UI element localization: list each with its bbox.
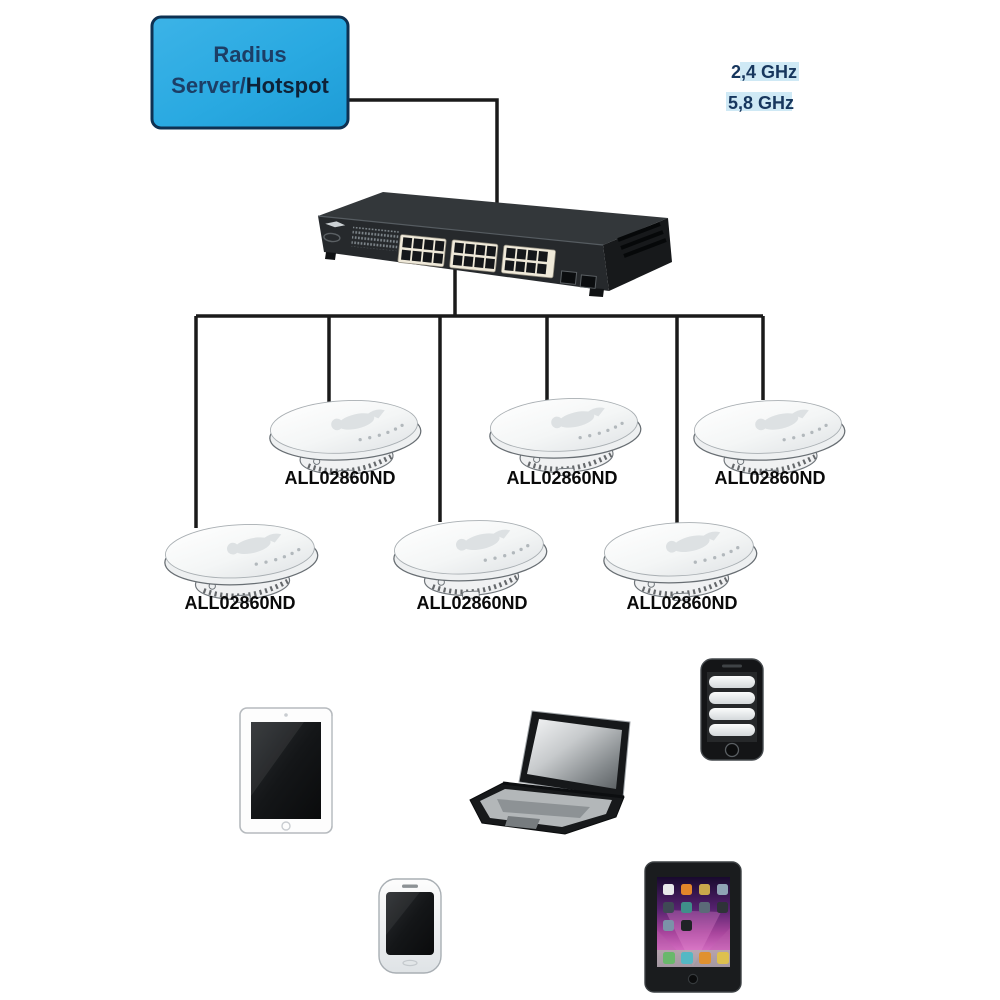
switch-port-block-2 bbox=[449, 239, 499, 273]
smartphone-black-icon bbox=[700, 658, 764, 761]
client-devices bbox=[239, 658, 764, 993]
switch-logo-icon bbox=[325, 221, 346, 228]
switch-sfp-port-1 bbox=[559, 270, 578, 285]
edge-server-to-switch bbox=[348, 98, 499, 215]
switch-port-block-3 bbox=[500, 244, 556, 279]
frequency-legend: 2,4 GHz 5,8 GHz bbox=[726, 62, 799, 113]
switch-top-face bbox=[318, 192, 668, 245]
access-point-5-label: ALL02860ND bbox=[416, 593, 527, 613]
access-point-2-label: ALL02860ND bbox=[506, 468, 617, 488]
server-label-part1: Server/ bbox=[171, 73, 246, 98]
legend-label-24ghz: 2,4 GHz bbox=[731, 62, 797, 82]
switch-port-block-1 bbox=[397, 234, 447, 268]
radius-server-label-line1: Radius bbox=[213, 42, 286, 67]
radius-server-label-line2: Server/Hotspot bbox=[171, 73, 329, 98]
connection-lines bbox=[194, 98, 765, 528]
tablet-white-icon bbox=[239, 707, 333, 834]
access-point-1-label: ALL02860ND bbox=[284, 468, 395, 488]
switch-sfp-port-2 bbox=[579, 274, 597, 289]
access-point-6-label: ALL02860ND bbox=[626, 593, 737, 613]
server-label-part2: Hotspot bbox=[246, 73, 330, 98]
tablet-black-icon bbox=[644, 861, 742, 993]
access-point-3-label: ALL02860ND bbox=[714, 468, 825, 488]
access-point-6 bbox=[602, 519, 759, 604]
access-points: ALL02860ND ALL02860ND ALL02860ND ALL0286… bbox=[163, 395, 847, 613]
switch-console-oval bbox=[323, 232, 341, 243]
radius-server-node: Radius Server/Hotspot bbox=[150, 15, 350, 130]
legend-highlight-58 bbox=[726, 92, 792, 111]
legend-label-58ghz: 5,8 GHz bbox=[728, 93, 794, 113]
access-point-2 bbox=[488, 395, 643, 479]
smartphone-white-icon bbox=[378, 878, 442, 974]
switch-side-vents bbox=[617, 222, 667, 258]
switch-foot-left bbox=[325, 252, 336, 260]
access-point-4-label: ALL02860ND bbox=[184, 593, 295, 613]
access-point-5 bbox=[392, 517, 549, 602]
legend-highlight-24 bbox=[740, 62, 799, 81]
switch-led-grid bbox=[351, 226, 399, 252]
laptop-icon bbox=[469, 710, 631, 835]
switch-foot-right bbox=[589, 288, 604, 297]
network-switch bbox=[317, 192, 672, 297]
